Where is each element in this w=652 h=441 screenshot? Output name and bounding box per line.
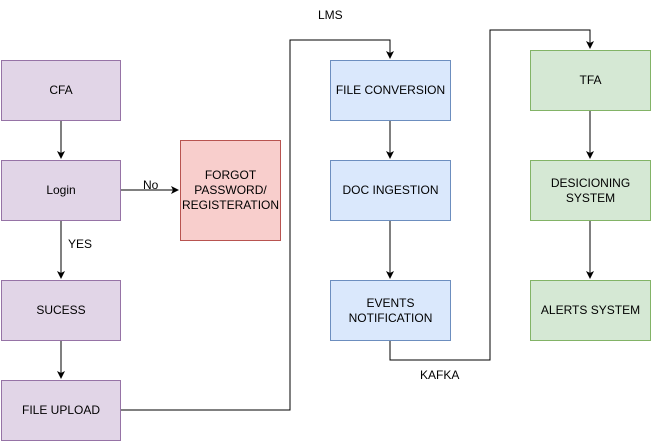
node-login-label: Login: [46, 183, 76, 197]
node-doc-ingestion: DOC INGESTION: [330, 160, 451, 221]
node-cfa-label: CFA: [49, 83, 73, 97]
node-events-notification-label: EVENTS NOTIFICATION: [348, 295, 433, 325]
node-doc-ingestion-label: DOC INGESTION: [342, 183, 439, 197]
node-sucess: SUCESS: [1, 280, 121, 341]
edge-label-lms: LMS: [318, 8, 343, 22]
node-file-upload: FILE UPLOAD: [1, 380, 121, 441]
edge-fileupload-fileconversion: [121, 39, 394, 411]
node-desicioning-system: DESICIONING SYSTEM: [530, 160, 651, 221]
edge-events-tfa: [389, 29, 594, 361]
node-events-notification: EVENTS NOTIFICATION: [330, 280, 451, 341]
edge-label-no: No: [143, 178, 159, 192]
node-file-conversion: FILE CONVERSION: [330, 60, 451, 121]
node-file-conversion-label: FILE CONVERSION: [335, 83, 446, 97]
node-tfa: TFA: [530, 50, 651, 111]
node-cfa: CFA: [1, 60, 121, 121]
node-login: Login: [1, 160, 121, 221]
node-sucess-label: SUCESS: [36, 303, 86, 317]
node-file-upload-label: FILE UPLOAD: [21, 403, 101, 417]
node-forgot-password: FORGOT PASSWORD/ REGISTERATION: [180, 140, 281, 241]
edge-label-yes: YES: [68, 237, 93, 251]
edge-label-kafka: KAFKA: [420, 368, 460, 382]
node-alerts-system: ALERTS SYSTEM: [530, 280, 651, 341]
node-forgot-password-label: FORGOT PASSWORD/ REGISTERATION: [181, 168, 280, 212]
node-tfa-label: TFA: [579, 73, 602, 87]
node-alerts-system-label: ALERTS SYSTEM: [540, 303, 641, 317]
node-desicioning-system-label: DESICIONING SYSTEM: [550, 175, 631, 205]
